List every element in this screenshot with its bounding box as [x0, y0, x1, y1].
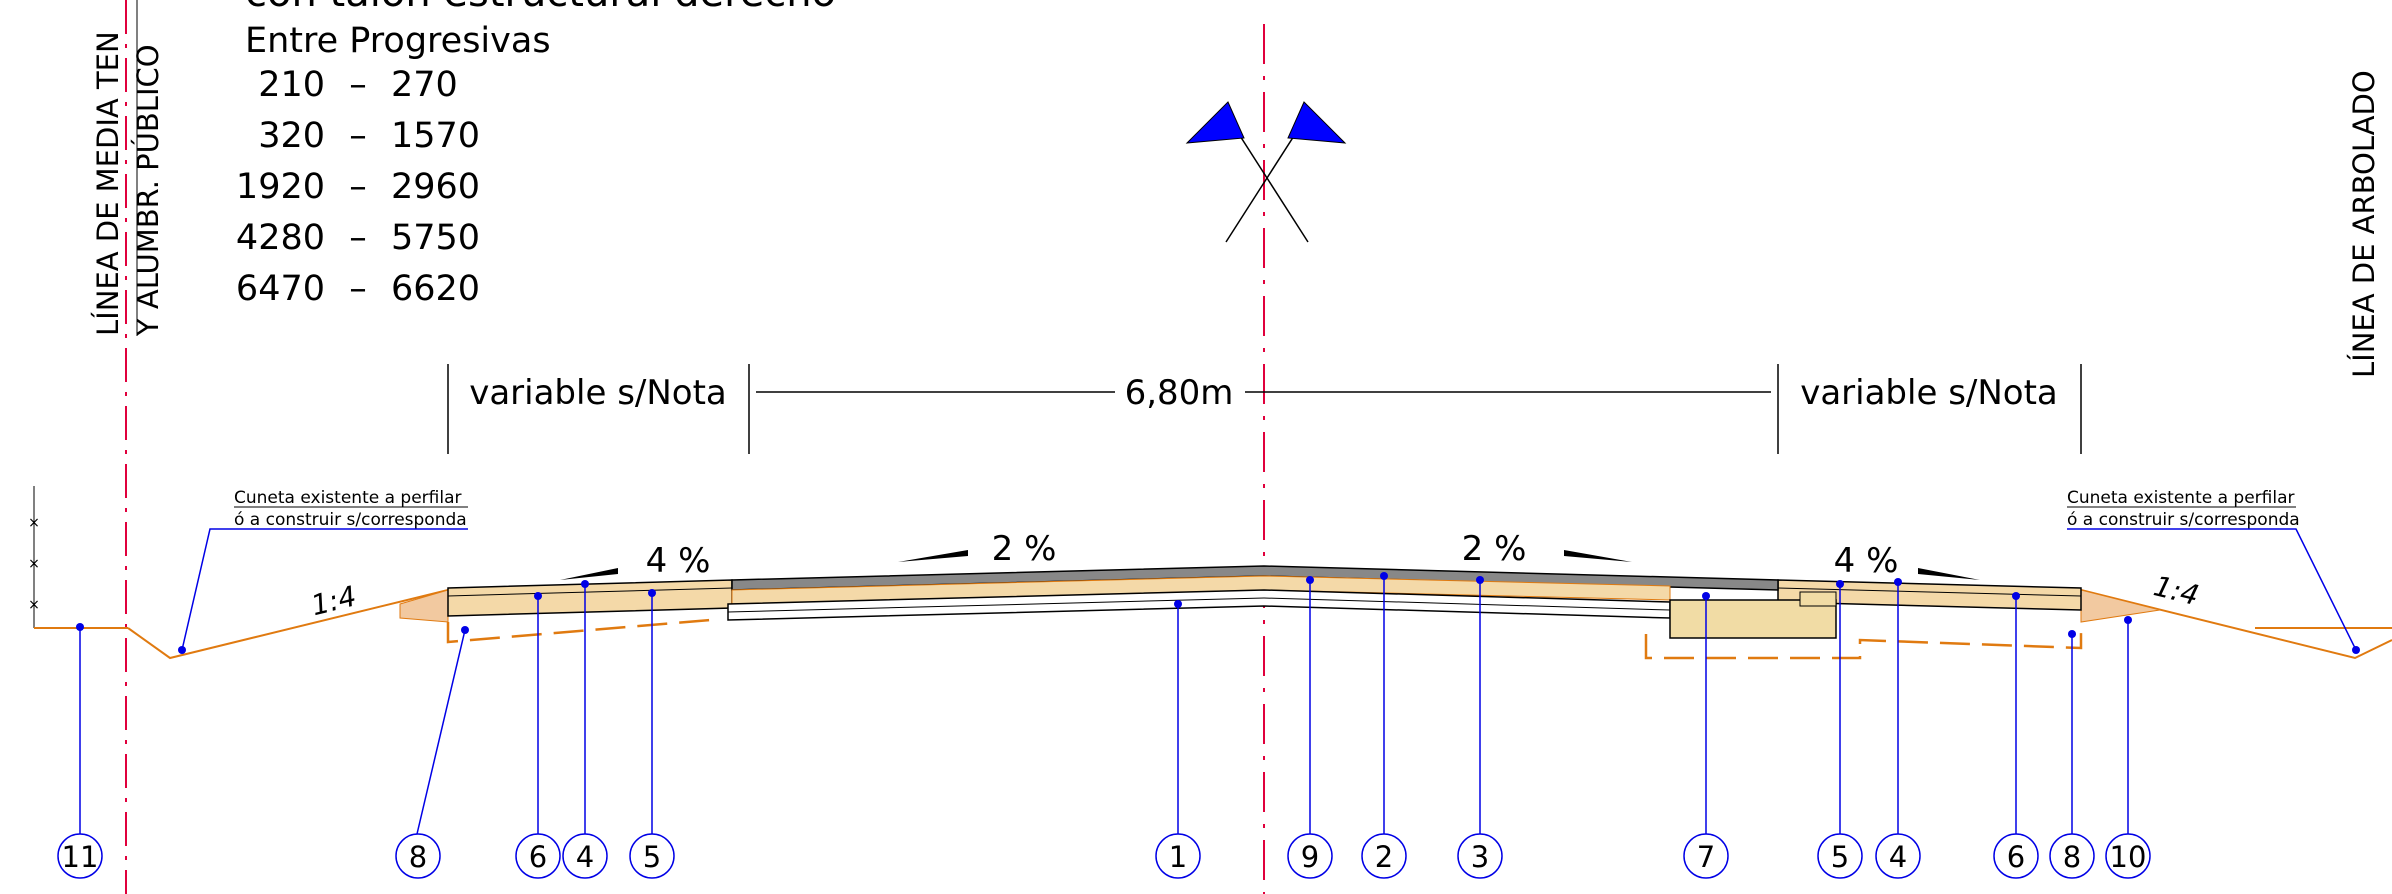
callout-number: 6 — [529, 840, 547, 874]
progresiva-range: 1920 – 2960 — [236, 167, 480, 207]
cuneta-left-line-2: ó a construir s/corresponda — [234, 510, 467, 530]
title-heading: Entre Progresivas — [245, 21, 551, 61]
range-from: 1920 — [236, 167, 325, 207]
left-embankment-fill — [399, 589, 449, 623]
progresiva-range-list: 210 – 270 320 – 1570 1920 – 2960 4280 – … — [236, 65, 480, 309]
range-sep: – — [349, 167, 367, 207]
callout: 10 — [2105, 616, 2151, 879]
dim-center: 6,80m — [1125, 373, 1234, 413]
dim-right-variable: variable s/Nota — [1800, 373, 2058, 413]
callout-group: 11 8 6 4 5 1 9 — [57, 572, 2151, 879]
callout: 8 — [2049, 630, 2095, 879]
right-vertical-label: LÍNEA DE ARBOLADO — [2347, 70, 2381, 378]
dim-left-variable: variable s/Nota — [469, 373, 727, 413]
cuneta-note-right: Cuneta existente a perfilar ó a construi… — [2067, 488, 2360, 654]
svg-text:×: × — [28, 515, 40, 531]
title-partial-line: con talón estructural derecho — [245, 0, 836, 16]
callout: 6 — [1993, 592, 2039, 879]
right-subgrade-dashed — [1644, 622, 2083, 660]
range-from: 6470 — [236, 269, 325, 309]
range-sep: – — [349, 269, 367, 309]
callout: 4 — [562, 580, 608, 879]
range-to: 2960 — [391, 167, 480, 207]
callout: 3 — [1457, 576, 1503, 879]
progresiva-range: 6470 – 6620 — [236, 269, 480, 309]
callout-number: 6 — [2007, 840, 2025, 874]
range-from: 4280 — [236, 218, 325, 258]
callout-number: 5 — [643, 840, 661, 874]
range-from: 320 — [258, 116, 325, 156]
range-sep: – — [349, 65, 367, 105]
callout: 9 — [1287, 576, 1333, 879]
callout: 7 — [1683, 592, 1729, 879]
left-shoulder-slope-arrow — [560, 568, 618, 580]
left-shoulder — [447, 579, 733, 617]
callout-number: 1 — [1169, 840, 1187, 874]
callout: 6 — [515, 592, 561, 879]
range-to: 6620 — [391, 269, 480, 309]
left-lane-slope-arrow — [898, 550, 968, 562]
left-shoulder-slope: 4 % — [646, 541, 711, 581]
callout: 1 — [1155, 600, 1201, 879]
range-sep: – — [349, 218, 367, 258]
callout-number: 9 — [1301, 840, 1319, 874]
callout: 5 — [1817, 580, 1863, 879]
range-from: 210 — [258, 65, 325, 105]
left-subgrade-dashed — [446, 618, 711, 644]
callout-number: 11 — [62, 840, 99, 874]
left-embankment-slope: 1:4 — [308, 579, 360, 622]
range-sep: – — [349, 116, 367, 156]
right-embankment-slope: 1:4 — [2150, 569, 2202, 612]
cuneta-left-line-1: Cuneta existente a perfilar — [234, 488, 462, 508]
callout-number: 3 — [1471, 840, 1489, 874]
callout-number: 10 — [2110, 840, 2147, 874]
svg-text:×: × — [28, 597, 40, 613]
cuneta-note-left: Cuneta existente a perfilar ó a construi… — [178, 488, 468, 654]
callout: 4 — [1875, 578, 1921, 879]
svg-text:×: × — [28, 556, 40, 572]
callout-number: 5 — [1831, 840, 1849, 874]
left-lane-slope: 2 % — [992, 529, 1057, 569]
road-cross-section: 4 % 2 % 2 % 4 % 1:4 1:4 — [34, 529, 2392, 660]
callout-number: 7 — [1697, 840, 1715, 874]
callout-number: 2 — [1375, 840, 1393, 874]
left-margin-ticks: × × × — [28, 486, 40, 628]
callout: 8 — [395, 626, 469, 879]
progresiva-range: 210 – 270 — [258, 65, 458, 105]
left-ditch — [127, 589, 449, 660]
callout: 5 — [629, 589, 675, 879]
range-to: 5750 — [391, 218, 480, 258]
dimension-line: variable s/Nota 6,80m variable s/Nota — [447, 364, 2082, 454]
callout-number: 4 — [576, 840, 594, 874]
callout-number: 4 — [1889, 840, 1907, 874]
progresiva-range: 320 – 1570 — [258, 116, 480, 156]
left-vertical-labels: LÍNEA DE MEDIA TEN Y ALUMBR. PÚBLICO — [91, 0, 165, 337]
title-block: con talón estructural derecho Entre Prog… — [236, 0, 836, 309]
cuneta-right-line-2: ó a construir s/corresponda — [2067, 510, 2300, 530]
progresiva-range: 4280 – 5750 — [236, 218, 480, 258]
range-to: 270 — [391, 65, 458, 105]
right-lane-slope: 2 % — [1462, 529, 1527, 569]
cuneta-right-line-1: Cuneta existente a perfilar — [2067, 488, 2295, 508]
left-vertical-label-sub: Y ALUMBR. PÚBLICO — [131, 44, 165, 337]
callout: 2 — [1361, 572, 1407, 879]
right-shoulder-slope-arrow — [1918, 568, 1980, 580]
crossed-flags-icon — [1185, 101, 1347, 243]
callout-number: 8 — [409, 840, 427, 874]
right-shoulder-slope: 4 % — [1834, 541, 1899, 581]
range-to: 1570 — [391, 116, 480, 156]
callout: 11 — [57, 623, 103, 879]
left-vertical-label-main: LÍNEA DE MEDIA TEN — [91, 31, 125, 336]
right-lane-slope-arrow — [1564, 550, 1632, 562]
right-shoulder — [1777, 579, 2082, 611]
right-ditch — [2080, 589, 2392, 660]
callout-number: 8 — [2063, 840, 2081, 874]
